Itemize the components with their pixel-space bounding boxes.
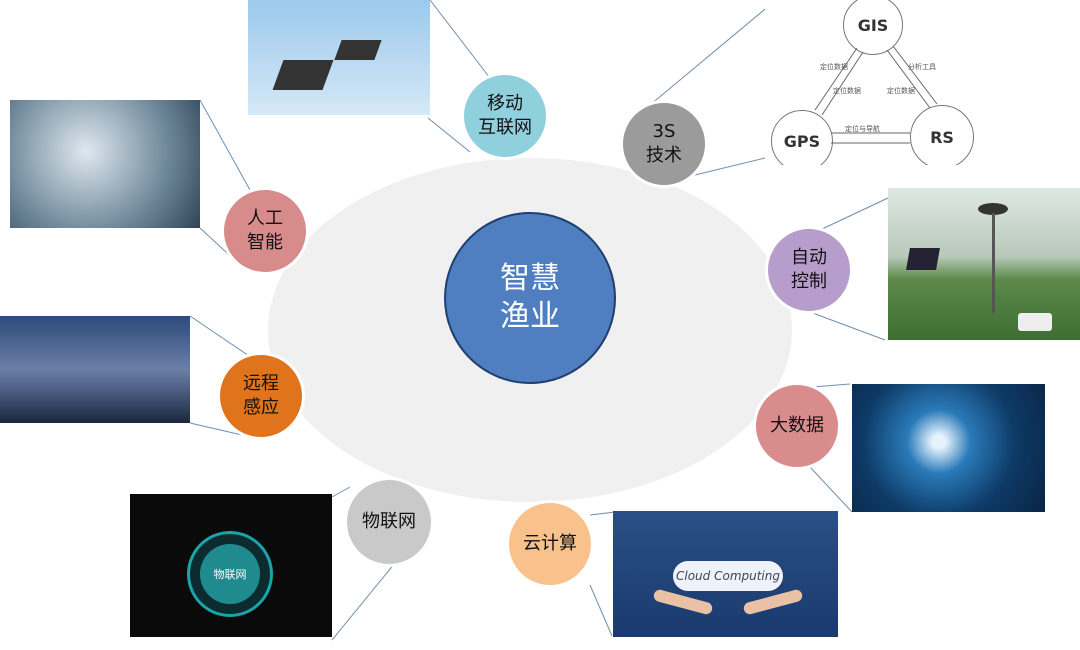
node-cloud-computing: 云计算 [506, 500, 594, 588]
iot-image-center: 物联网 [200, 544, 260, 604]
gps-node: GPS [771, 110, 833, 165]
node-iot: 物联网 [344, 477, 434, 567]
node-big-data: 大数据 [753, 382, 841, 470]
city-remote-sensing-image [0, 316, 190, 423]
center-smart-fishery: 智慧 渔业 [444, 212, 616, 384]
cloud-computing-image: Cloud Computing [613, 511, 838, 637]
node-ai: 人工 智能 [221, 187, 309, 275]
rs-node: RS [910, 105, 974, 165]
ai-robot-image [10, 100, 200, 228]
mobile-internet-image [248, 0, 430, 115]
iot-image: 物联网 [130, 494, 332, 637]
big-data-globe-image [852, 384, 1045, 512]
auto-control-image [888, 188, 1080, 340]
gis-3s-diagram: GIS GPS RS 定位数据 定位数据 分析工具 定位数据 定位与导航 [765, 0, 975, 165]
gis-node: GIS [843, 0, 903, 55]
node-3s-technology: 3S 技术 [620, 100, 708, 188]
node-auto-control: 自动 控制 [765, 226, 853, 314]
cloud-computing-label: Cloud Computing [673, 561, 783, 591]
node-remote-sensing: 远程 感应 [217, 352, 305, 440]
node-mobile-internet: 移动 互联网 [461, 72, 549, 160]
